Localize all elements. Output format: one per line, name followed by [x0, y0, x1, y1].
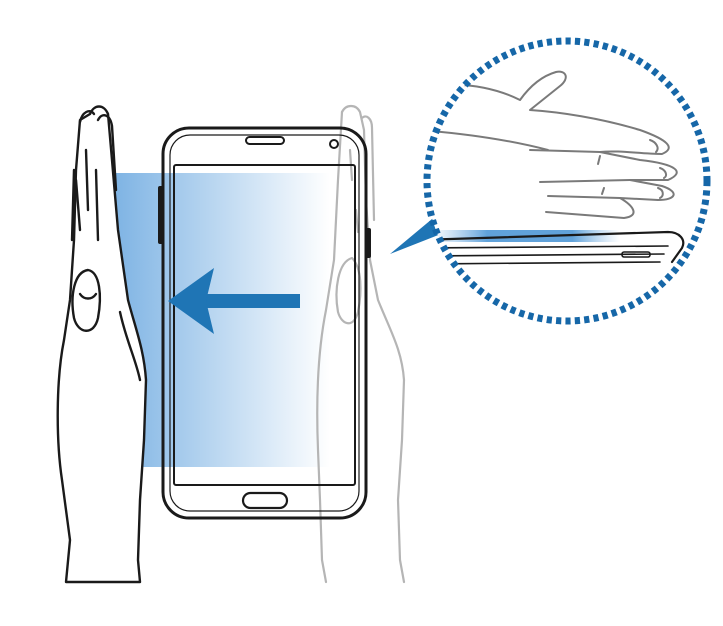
phone-speaker [245, 136, 285, 145]
left-hand-icon [56, 105, 148, 584]
phone-body [161, 126, 368, 520]
arrow-left-icon [168, 268, 300, 334]
phone-body-inner [169, 134, 360, 512]
phone-side-key-right [365, 228, 371, 258]
magnifier-callout-icon [423, 37, 711, 325]
phone-side-key-left [158, 186, 164, 244]
phone-screen [173, 164, 356, 486]
phone-camera [329, 139, 339, 149]
smartphone-icon [158, 126, 371, 520]
swipe-gradient-band [116, 173, 330, 467]
phone-home-button [241, 491, 289, 510]
